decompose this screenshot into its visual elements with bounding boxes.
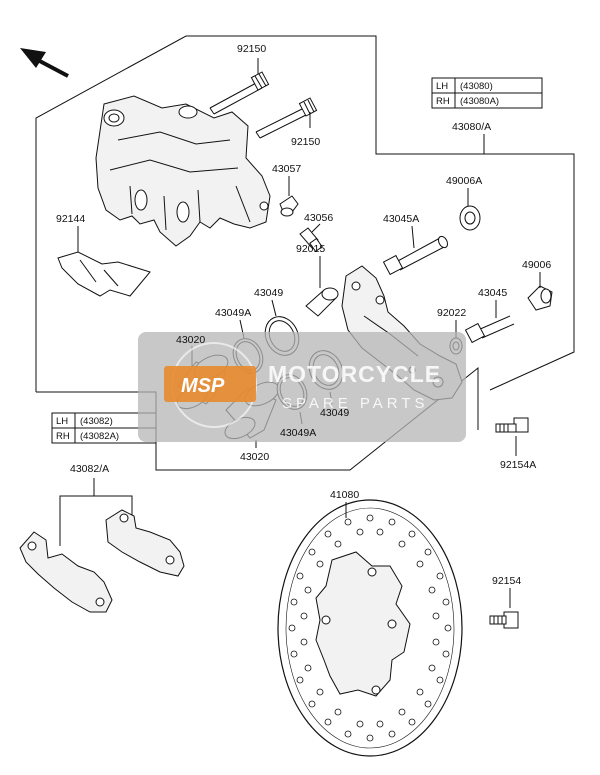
part-labels: 92150 92150 43057 43056 92144 92015 4304…: [56, 43, 551, 587]
bracket-sleeve: [305, 287, 339, 317]
watermark-subtitle: SPARE PARTS: [282, 395, 429, 412]
label-43020-lower: 43020: [240, 451, 269, 463]
rubber-boot-a: [459, 205, 481, 231]
front-direction-arrow-icon: [20, 48, 69, 78]
watermark: MSP MOTORCYCLE SPARE PARTS: [138, 332, 466, 442]
label-92154: 92154: [492, 575, 521, 587]
watermark-box: [138, 332, 466, 442]
bracket-lh-label: LH: [436, 81, 448, 92]
label-43049-lower: 43049: [320, 407, 349, 419]
pads-lh-code: (43082): [80, 416, 113, 427]
label-43045A: 43045A: [383, 213, 419, 225]
bracket-lh-code: (43080): [460, 81, 493, 92]
pads-lh-label: LH: [56, 416, 68, 427]
bracket-rh-code: (43080A): [460, 96, 499, 107]
label-43045: 43045: [478, 287, 507, 299]
pads-rh-label: RH: [56, 431, 70, 442]
pad-spring: [57, 251, 151, 297]
bleeder-cap: [279, 195, 299, 217]
disc-holes: [288, 514, 452, 742]
label-92150-lower: 92150: [291, 136, 320, 148]
label-41080: 41080: [330, 489, 359, 501]
label-92150-upper: 92150: [237, 43, 266, 55]
caliper-assembly-outline-lower: [36, 366, 479, 471]
watermark-badge-text: MSP: [181, 375, 225, 397]
label-92154A: 92154A: [500, 459, 536, 471]
slide-pin-upper: [209, 71, 270, 115]
slide-pin-lower: [255, 97, 318, 139]
watermark-title: MOTORCYCLE: [268, 361, 441, 387]
label-43049A-lower: 43049A: [280, 427, 316, 439]
watermark-badge: [164, 366, 256, 402]
label-92022: 92022: [437, 307, 466, 319]
rubber-boot: [527, 285, 553, 311]
bracket-rh-label: RH: [436, 96, 450, 107]
label-43082A: 43082/A: [70, 463, 109, 475]
label-92144: 92144: [56, 213, 85, 225]
caliper-body: [95, 95, 271, 247]
caliper-mount-bolt: [495, 417, 529, 433]
bracket-bolt-a: [382, 235, 449, 276]
label-92015: 92015: [296, 243, 325, 255]
label-43080A: 43080/A: [452, 121, 491, 133]
label-43020-upper: 43020: [176, 334, 205, 346]
label-49006: 49006: [522, 259, 551, 271]
brake-pad-outer: [19, 531, 113, 613]
bracket-bolt: [464, 315, 515, 344]
brake-pad-inner: [105, 509, 185, 577]
label-43049-upper: 43049: [254, 287, 283, 299]
label-43049A-upper: 43049A: [215, 307, 251, 319]
pads-rh-code: (43082A): [80, 431, 119, 442]
bleeder-valve: [299, 227, 323, 253]
disc-mount-bolt: [489, 611, 519, 629]
label-43056: 43056: [304, 212, 333, 224]
bracket-variant-table: LH (43080) RH (43080A): [431, 77, 543, 109]
label-49006A: 49006A: [446, 175, 482, 187]
brake-disc: [277, 499, 463, 757]
pads-variant-table: LH (43082) RH (43082A): [51, 412, 157, 444]
label-43057: 43057: [272, 163, 301, 175]
caliper-assembly-outline: [35, 35, 575, 392]
